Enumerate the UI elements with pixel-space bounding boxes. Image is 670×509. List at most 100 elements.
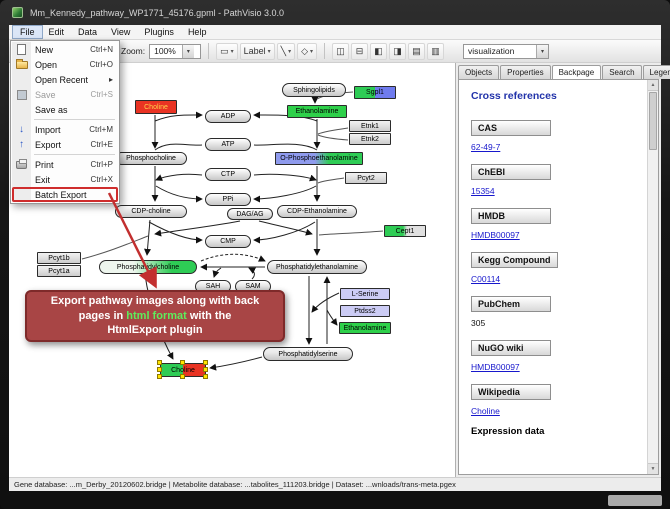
pathway-node-ctp[interactable]: CTP	[205, 168, 251, 181]
chevron-down-icon: ▾	[267, 48, 271, 55]
tab-properties[interactable]: Properties	[500, 65, 551, 79]
tab-legend[interactable]: Legend	[642, 65, 670, 79]
tab-backpage[interactable]: Backpage	[551, 65, 602, 79]
pathway-node-l-serine[interactable]: L-Serine	[340, 288, 390, 300]
stack-vertical-button[interactable]: ▤	[408, 42, 426, 60]
pathway-node-adp[interactable]: ADP	[205, 110, 251, 123]
line-tool-dropdown[interactable]: ╲▾	[276, 42, 296, 60]
menubar-item-file[interactable]: File	[12, 25, 43, 39]
pathway-node-pcyt1a[interactable]: Pcyt1a	[37, 265, 81, 277]
pathway-node-o-phosphoethanolamine[interactable]: O-Phosphoethanolamine	[275, 152, 363, 165]
status-text: Gene database: ...m_Derby_20120602.bridg…	[14, 480, 456, 489]
pathway-node-cdp-ethanolamine[interactable]: CDP-Ethanolamine	[277, 205, 357, 218]
visualization-value: visualization	[468, 46, 515, 56]
zoom-combobox[interactable]: 100% ▾	[149, 43, 202, 59]
pathway-node-cept1[interactable]: Cept1	[384, 225, 426, 237]
file-menu-item-save-as[interactable]: Save as	[12, 102, 118, 117]
toolbar-separator	[324, 43, 326, 59]
scroll-down-icon[interactable]: ▼	[648, 463, 658, 474]
pathway-node-cdp-choline[interactable]: CDP-choline	[115, 205, 187, 218]
pathway-node-phosphocholine[interactable]: Phosphocholine	[115, 152, 187, 165]
xref-name: HMDB	[471, 208, 551, 224]
pathway-node-cmp[interactable]: CMP	[205, 235, 251, 248]
selection-handle[interactable]	[157, 360, 162, 365]
selection-handle[interactable]	[203, 374, 208, 379]
xref-link[interactable]: Choline	[471, 406, 500, 416]
xref-name: Kegg Compound	[471, 252, 558, 268]
shape-tool-dropdown[interactable]: ◇▾	[297, 42, 318, 60]
xref-link[interactable]: C00114	[471, 274, 501, 284]
menubar-item-help[interactable]: Help	[187, 27, 207, 37]
pathway-node-etnk2[interactable]: Etnk2	[349, 133, 391, 145]
menu-item-label: Batch Export	[35, 189, 87, 200]
pathway-node-pcyt1b[interactable]: Pcyt1b	[37, 252, 81, 264]
menu-item-label: Save	[35, 89, 56, 100]
annotation-line1: Export pathway images along with back	[50, 294, 260, 307]
window-title: Mm_Kennedy_pathway_WP1771_45176.gpml - P…	[30, 7, 284, 18]
file-menu-item-open-recent[interactable]: Open Recent▸	[12, 72, 118, 87]
align-right-button[interactable]: ◨	[389, 42, 407, 60]
menu-item-label: New	[35, 44, 54, 55]
stack-horizontal-button[interactable]: ▥	[427, 42, 445, 60]
print-icon	[16, 158, 27, 169]
export-icon	[19, 139, 24, 150]
pathway-node-phosphatidylserine[interactable]: Phosphatidylserine	[263, 347, 353, 361]
menubar-item-data[interactable]: Data	[78, 27, 98, 37]
pathway-node-ppi[interactable]: PPi	[205, 193, 251, 206]
panel-scrollbar[interactable]: ▲ ▼	[647, 80, 658, 474]
menu-item-label: Export	[35, 139, 62, 150]
pathway-node-ptdss2[interactable]: Ptdss2	[340, 305, 390, 317]
xref-link[interactable]: 62-49-7	[471, 142, 501, 152]
pathway-node-ethanolamine[interactable]: Ethanolamine	[287, 105, 347, 118]
tab-objects[interactable]: Objects	[458, 65, 500, 79]
selection-handle[interactable]	[203, 367, 208, 372]
menubar-item-edit[interactable]: Edit	[48, 27, 65, 37]
menu-item-shortcut: Ctrl+X	[90, 175, 113, 184]
xref-link[interactable]: HMDB00097	[471, 362, 520, 372]
pathway-node-sphingolipids[interactable]: Sphingolipids	[282, 83, 346, 97]
pathway-node-phosphatidylethanolamine[interactable]: Phosphatidylethanolamine	[267, 260, 367, 274]
menubar-item-view[interactable]: View	[111, 27, 131, 37]
datanode-tool-dropdown[interactable]: ▭▾	[216, 42, 238, 60]
selection-handle[interactable]	[157, 367, 162, 372]
xref-link[interactable]: HMDB00097	[471, 230, 520, 240]
scrollbar-thumb[interactable]	[649, 92, 657, 150]
menu-item-label: Open	[35, 59, 58, 70]
zoom-label: Zoom:	[121, 46, 146, 56]
label-tool-dropdown[interactable]: Label▾	[239, 42, 275, 60]
selection-handle[interactable]	[180, 374, 185, 379]
selection-handle[interactable]	[180, 360, 185, 365]
xref-link[interactable]: 15354	[471, 186, 495, 196]
align-center-x-button[interactable]: ◫	[332, 42, 350, 60]
selection-handle[interactable]	[157, 374, 162, 379]
pathway-node-etnk1[interactable]: Etnk1	[349, 120, 391, 132]
pathway-node-pcyt2[interactable]: Pcyt2	[345, 172, 387, 184]
align-center-y-button[interactable]: ⊟	[351, 42, 369, 60]
file-menu-item-batch-export[interactable]: Batch Export	[12, 187, 118, 202]
pathway-node-sgpl1[interactable]: Sgpl1	[354, 86, 396, 99]
visualization-combobox[interactable]: visualization ▾	[463, 43, 549, 59]
menubar-item-plugins[interactable]: Plugins	[144, 27, 174, 37]
pathway-node-atp[interactable]: ATP	[205, 138, 251, 151]
pathway-node-choline[interactable]: Choline	[135, 100, 177, 114]
scroll-up-icon[interactable]: ▲	[648, 80, 658, 91]
toolbar-align-group: ◫⊟◧◨▤▥	[332, 42, 445, 60]
pathway-node-dag-ag[interactable]: DAG/AG	[227, 208, 273, 220]
tab-search[interactable]: Search	[602, 65, 642, 79]
annotation-line2-pre: pages in	[78, 309, 127, 322]
pathway-node-phosphatidylcholine[interactable]: Phosphatidylcholine	[99, 260, 197, 274]
application-client-area: File Edit Data View Plugins Help Zoom: 100% ▾…	[9, 25, 670, 491]
submenu-arrow-icon: ▸	[108, 75, 113, 84]
align-left-button[interactable]: ◧	[370, 42, 388, 60]
pathway-node-ethanolamine[interactable]: Ethanolamine	[339, 322, 391, 334]
selection-handle[interactable]	[203, 360, 208, 365]
